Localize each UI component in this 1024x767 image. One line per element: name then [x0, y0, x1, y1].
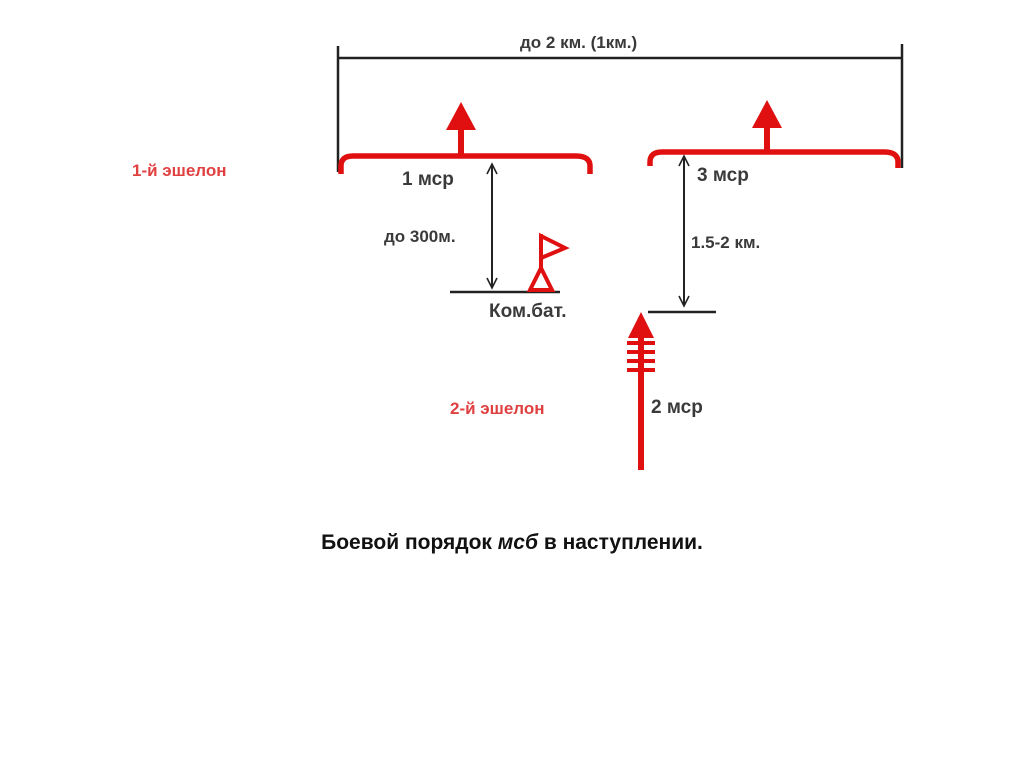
command-post-flag-icon — [526, 232, 570, 292]
caption-prefix: Боевой порядок — [321, 531, 498, 554]
company-3-bracket — [647, 149, 901, 168]
company-1-bracket — [338, 153, 593, 174]
arrow-up-icon — [446, 102, 476, 156]
arrow-up-with-bars-icon — [627, 312, 655, 470]
company-2-label: 2 мср — [651, 397, 703, 418]
caption-suffix: в наступлении. — [537, 531, 703, 554]
distance-arrow-1-5-2km — [648, 154, 716, 314]
distance-2-label: 1.5-2 км. — [691, 233, 761, 252]
arrow-up-icon — [752, 100, 782, 152]
echelon-2-label: 2-й эшелон — [450, 399, 545, 418]
company-3-label: 3 мср — [697, 165, 749, 186]
caption-emphasis: мсб — [497, 531, 538, 554]
echelon-1-label: 1-й эшелон — [132, 161, 227, 180]
commander-label: Ком.бат. — [489, 301, 567, 322]
frontage-label: до 2 км. (1км.) — [520, 33, 638, 52]
diagram-caption: Боевой порядок мсб в наступлении. — [0, 530, 1024, 555]
frontage-dimension — [336, 44, 904, 172]
company-1-label: 1 мср — [402, 169, 454, 190]
distance-1-label: до 300м. — [384, 227, 456, 246]
